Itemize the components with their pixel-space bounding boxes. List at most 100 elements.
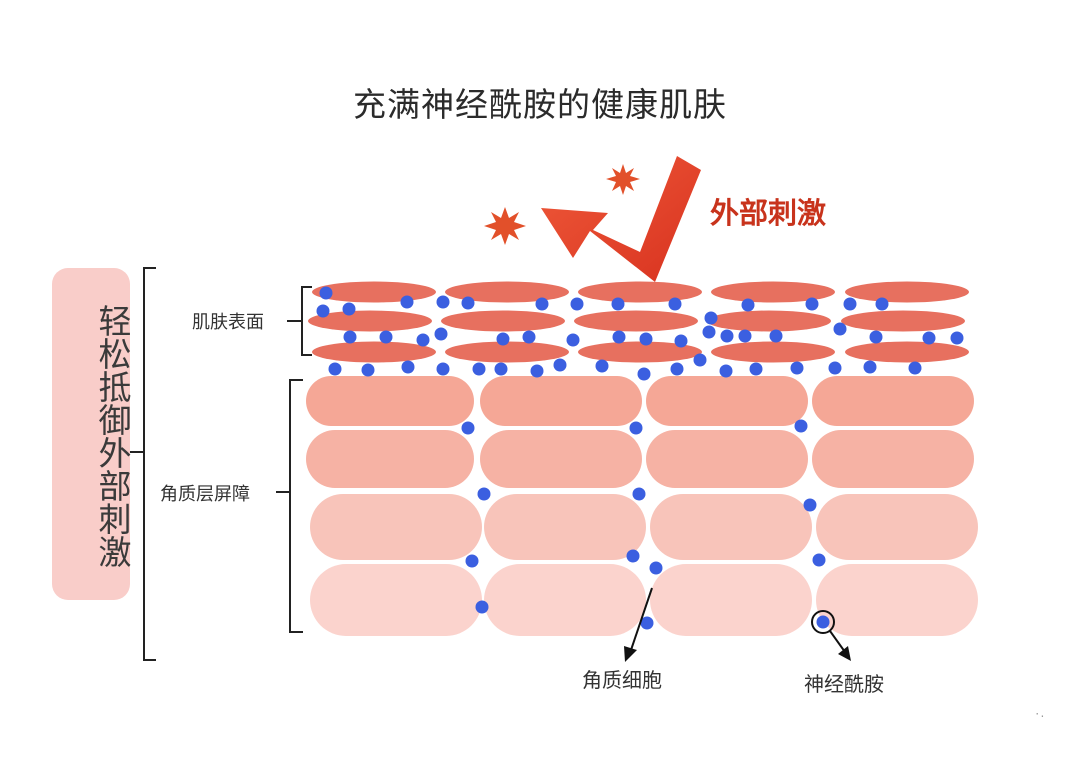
burst-icon: [484, 207, 526, 245]
ceramide-dot: [612, 330, 626, 344]
ceramide-dot: [328, 362, 342, 376]
ceramide-dot: [794, 419, 808, 433]
diagram-title: 充满神经酰胺的健康肌肤: [353, 85, 727, 124]
skin-surface-label: 肌肤表面: [192, 312, 264, 333]
ceramide-dot: [668, 297, 682, 311]
ceramide-dot: [434, 327, 448, 341]
ceramide-dot: [828, 361, 842, 375]
ceramide-dot: [316, 304, 330, 318]
ceramide-dot: [472, 362, 486, 376]
ceramide-dot: [342, 302, 356, 316]
surface-cell: [308, 310, 432, 332]
ceramide-dot: [922, 331, 936, 345]
ceramide-dot: [477, 487, 491, 501]
ceramide-dot: [570, 297, 584, 311]
keratinocyte-cell: [650, 494, 812, 560]
ceramide-dot: [805, 297, 819, 311]
ceramide-dot: [741, 298, 755, 312]
keratinocyte-cell: [310, 494, 482, 560]
side-label: 轻松抵御外部刺激: [93, 304, 132, 568]
ceramide-dot: [626, 549, 640, 563]
keratinocyte-cell: [646, 376, 808, 426]
surface-cell: [845, 341, 969, 363]
ceramide-dot: [632, 487, 646, 501]
ceramide-dot: [812, 553, 826, 567]
ceramide-dot: [790, 361, 804, 375]
ceramide-dot: [843, 297, 857, 311]
ceramide-dot: [400, 295, 414, 309]
keratinocyte-cell: [310, 564, 482, 636]
ceramide-dot: [670, 362, 684, 376]
ceramide-dots: [316, 286, 964, 630]
ceramide-dot: [702, 325, 716, 339]
ceramide-dot: [553, 358, 567, 372]
ceramide-dot: [749, 362, 763, 376]
ceramide-dot: [535, 297, 549, 311]
keratinocyte-cell: [646, 430, 808, 488]
keratinocyte-arrowhead-icon: [624, 646, 637, 662]
surface-cell: [711, 341, 835, 363]
side-label-box: 轻松抵御外部刺激: [52, 268, 132, 600]
ceramide-dot: [361, 363, 375, 377]
keratinocyte-cell: [816, 494, 978, 560]
ceramide-dot: [719, 364, 733, 378]
ceramide-dot: [379, 330, 393, 344]
ceramide-dot: [908, 361, 922, 375]
ceramide-dot: [436, 295, 450, 309]
barrier-label: 角质层屏障: [160, 484, 250, 505]
ceramide-dot: [475, 600, 489, 614]
keratinocyte-cell: [480, 430, 642, 488]
ceramide-dot: [401, 360, 415, 374]
keratinocyte-cell: [484, 564, 646, 636]
skin-surface-layer: [308, 281, 969, 363]
ceramide-dot: [494, 362, 508, 376]
ceramide-dot: [950, 331, 964, 345]
stratum-corneum-layer: [306, 376, 978, 636]
ceramide-dot: [343, 330, 357, 344]
ceramide-highlight-ring: [811, 610, 835, 634]
bracket-outer: [143, 267, 156, 661]
ceramide-dot: [639, 332, 653, 346]
surface-cell: [445, 341, 569, 363]
surface-cell: [578, 281, 702, 303]
corner-mark: ۰.: [1034, 706, 1045, 720]
ceramide-dot: [637, 367, 651, 381]
keratinocyte-cell: [812, 376, 974, 426]
keratinocyte-cell: [650, 564, 812, 636]
ceramide-dot: [803, 498, 817, 512]
ceramide-dot: [875, 297, 889, 311]
stimulus-arrow-icon: [541, 156, 701, 282]
keratinocyte-cell: [484, 494, 646, 560]
ceramide-label: 神经酰胺: [804, 672, 884, 696]
keratinocyte-cell: [816, 564, 978, 636]
surface-cell: [574, 310, 698, 332]
ceramide-dot: [738, 329, 752, 343]
bracket-barrier: [289, 379, 303, 633]
ceramide-dot: [720, 329, 734, 343]
keratinocyte-cell: [306, 376, 474, 426]
surface-cell: [707, 310, 831, 332]
ceramide-dot: [496, 332, 510, 346]
keratinocyte-cell: [480, 376, 642, 426]
ceramide-dot: [319, 286, 333, 300]
keratinocyte-label: 角质细胞: [582, 668, 662, 692]
ceramide-dot: [461, 296, 475, 310]
ceramide-dot: [649, 561, 663, 575]
ceramide-dot: [704, 311, 718, 325]
ceramide-dot: [640, 616, 654, 630]
ceramide-dot: [566, 333, 580, 347]
ceramide-dot: [674, 334, 688, 348]
surface-cell: [445, 281, 569, 303]
ceramide-arrowhead-icon: [838, 646, 851, 661]
ceramide-dot: [693, 353, 707, 367]
ceramide-dot: [611, 297, 625, 311]
ceramide-dot: [461, 421, 475, 435]
ceramide-dot: [629, 421, 643, 435]
ceramide-dot: [869, 330, 883, 344]
surface-cell: [578, 341, 702, 363]
ceramide-dot: [465, 554, 479, 568]
ceramide-dot: [769, 329, 783, 343]
ceramide-dot: [863, 360, 877, 374]
burst-icon: [606, 164, 640, 195]
